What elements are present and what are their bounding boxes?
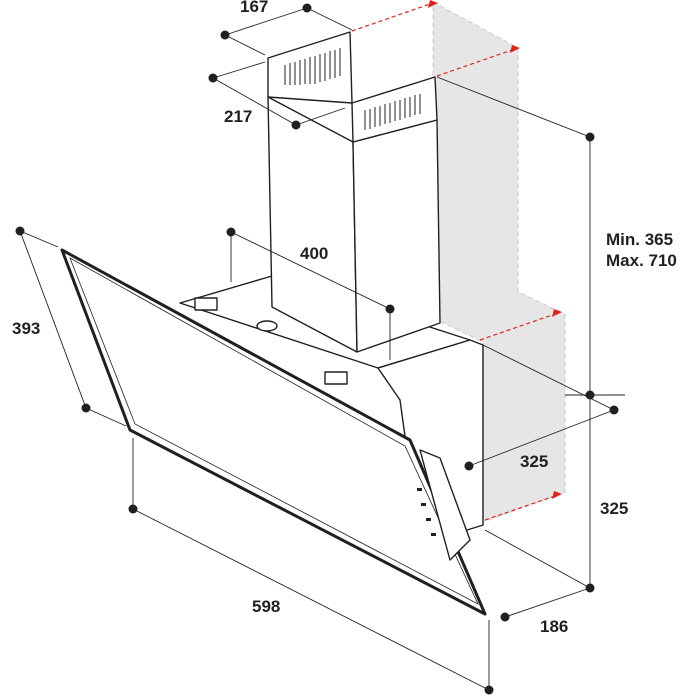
dim-400: 400 (300, 244, 328, 263)
dim-167: 167 (240, 0, 268, 16)
glass-panel (60, 248, 487, 616)
chimney (267, 31, 441, 353)
dim-325-height: 325 (600, 499, 628, 518)
dim-min-height: Min. 365 (606, 230, 673, 249)
dimension-lines (15, 3, 625, 695)
dim-217: 217 (224, 107, 252, 126)
dim-186: 186 (540, 617, 568, 636)
dim-393: 393 (12, 319, 40, 338)
dim-598: 598 (252, 597, 280, 616)
dim-325-depth: 325 (520, 452, 548, 471)
wall-arrows (351, 0, 562, 521)
dim-max-height: Max. 710 (606, 251, 677, 270)
wall-area (432, 1, 566, 523)
